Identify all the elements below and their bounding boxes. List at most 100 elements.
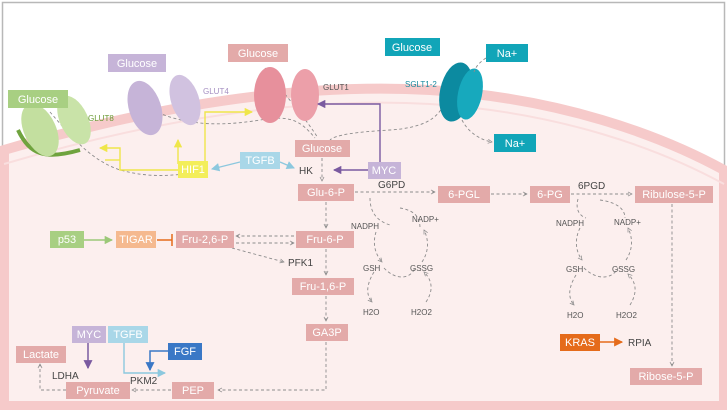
ga3p-box: [306, 324, 348, 341]
hif1-to-glut8-arrow: [98, 143, 178, 171]
g6pd-cycle-arc: [399, 207, 421, 229]
hif1-to-glut1-arrow: [204, 107, 254, 163]
gsh-to-gssg: [383, 267, 416, 278]
tigar-inhibits-fru26p: [157, 234, 173, 246]
glut1-half-left: [254, 67, 286, 123]
pgd-h2o2: H2O2: [616, 311, 637, 320]
tgfb-bottom-label: TGFB: [113, 329, 142, 341]
fru16p-box: [292, 278, 354, 295]
pgd-cycle-arc: [576, 198, 587, 219]
g6pd-nadph: NADPH: [351, 222, 379, 231]
na-transport-path: [461, 119, 492, 142]
pep-box: [172, 382, 214, 399]
h2o2-to-gssg: [424, 272, 432, 303]
pgd-h2o: H2O: [567, 311, 583, 320]
fgf-box: [168, 343, 202, 360]
pg6-box: [530, 186, 570, 203]
myc-bottom-label: MYC: [77, 329, 102, 341]
glut4-label: GLUT4: [203, 87, 229, 96]
pg6-label: 6-PG: [537, 189, 563, 201]
g6pd-label: G6PD: [378, 180, 405, 191]
pgd-cycle-arc: [599, 199, 626, 219]
pyruvate-label: Pyruvate: [76, 385, 119, 397]
sglt-glucose-label: Glucose: [392, 42, 432, 54]
fru6p-label: Fru-6-P: [306, 234, 343, 246]
tgfb-bottom-box: [108, 326, 148, 343]
pgd-gsh: GSH: [566, 265, 584, 274]
g6pd-nadp: NADP+: [412, 215, 439, 224]
myc-top-box: [368, 162, 401, 179]
pep-label: PEP: [182, 385, 204, 397]
kras-label: KRAS: [565, 337, 595, 349]
glucose-in-label: Glucose: [302, 143, 342, 155]
fgf-label: FGF: [174, 346, 196, 358]
tgfb-top-box: [240, 152, 280, 169]
glut4-glucose-label: Glucose: [117, 58, 157, 70]
ribose5p-label: Ribose-5-P: [638, 371, 693, 383]
g6pd-cycle-arc: [369, 197, 391, 226]
gsh-to-h2o: [367, 271, 375, 302]
pkm2-label: PKM2: [130, 376, 158, 387]
hif1-box: [178, 161, 208, 178]
glut8-glucose-box: [8, 90, 68, 108]
kras-box: [560, 334, 600, 351]
tgfb-to-pkm2-arrow: [123, 343, 167, 378]
glut4-half-right: [169, 74, 201, 126]
glut8-glucose-label: Glucose: [18, 94, 58, 106]
pgd-nadph: NADPH: [556, 219, 584, 228]
rpia-label: RPIA: [628, 338, 652, 349]
na-out-label: Na+: [497, 48, 518, 60]
ribulose5p-box: [635, 186, 713, 203]
glucose-in-box: [295, 140, 350, 157]
pgl6-label: 6-PGL: [448, 189, 480, 201]
tgfb-hk-link: [279, 161, 295, 169]
g6pd-h2o: H2O: [363, 308, 379, 317]
hif1-label: HIF1: [181, 164, 205, 176]
pgd-nadph-to-gsh: [575, 227, 582, 260]
pgd-gsh-to-h2o: [569, 274, 577, 305]
myc-to-glut1-arrow: [316, 99, 381, 162]
lactate-box: [16, 346, 66, 363]
tigar-box: [116, 231, 156, 248]
glut1-transporter: [254, 67, 319, 123]
pfk1-label: PFK1: [288, 258, 313, 269]
gssg-to-nadp: [421, 230, 428, 263]
sglt-half-right: [457, 68, 483, 120]
tgfb-hif-link: [210, 161, 241, 172]
ribulose5p-label: Ribulose-5-P: [642, 189, 706, 201]
ga3p-label: GA3P: [312, 327, 341, 339]
glut4-transporter: [127, 74, 201, 136]
glut4-half-left: [127, 80, 163, 136]
pgl6-box: [438, 186, 490, 203]
glut1-glucose-label: Glucose: [238, 48, 278, 60]
na-out-box: [486, 44, 528, 62]
fru26p-to-pfk1-arrow: [231, 247, 284, 262]
tigar-label: TIGAR: [119, 234, 153, 246]
tgfb-top-label: TGFB: [245, 155, 274, 167]
fru26p-box: [176, 231, 234, 248]
ldha-label: LDHA: [52, 371, 79, 382]
glut8-half-left: [21, 103, 59, 157]
glut1-half-right: [291, 69, 319, 121]
nadph-to-gsh: [373, 231, 382, 262]
g6pd-h2o2: H2O2: [411, 308, 432, 317]
pyruvate-box: [66, 382, 130, 399]
hk-label: HK: [299, 166, 313, 177]
sglt-glucose-box: [385, 38, 440, 56]
g6pd-gssg: GSSG: [410, 264, 433, 273]
ribose5p-box: [630, 368, 702, 385]
transport-path: [329, 99, 446, 141]
p53-label: p53: [58, 234, 76, 246]
sglt-label: SGLT1-2: [405, 80, 437, 89]
na-in-box: [494, 134, 536, 152]
myc-top-label: MYC: [372, 165, 397, 177]
fru26p-label: Fru-2,6-P: [182, 234, 228, 246]
fru16p-label: Fru-1,6-P: [300, 281, 346, 293]
fru6p-box: [296, 231, 354, 248]
glut8-label: GLUT8: [88, 114, 114, 123]
glu6p-box: [298, 184, 354, 201]
membrane-inner-edge: [3, 101, 725, 185]
sglt-transporter: [439, 62, 483, 122]
